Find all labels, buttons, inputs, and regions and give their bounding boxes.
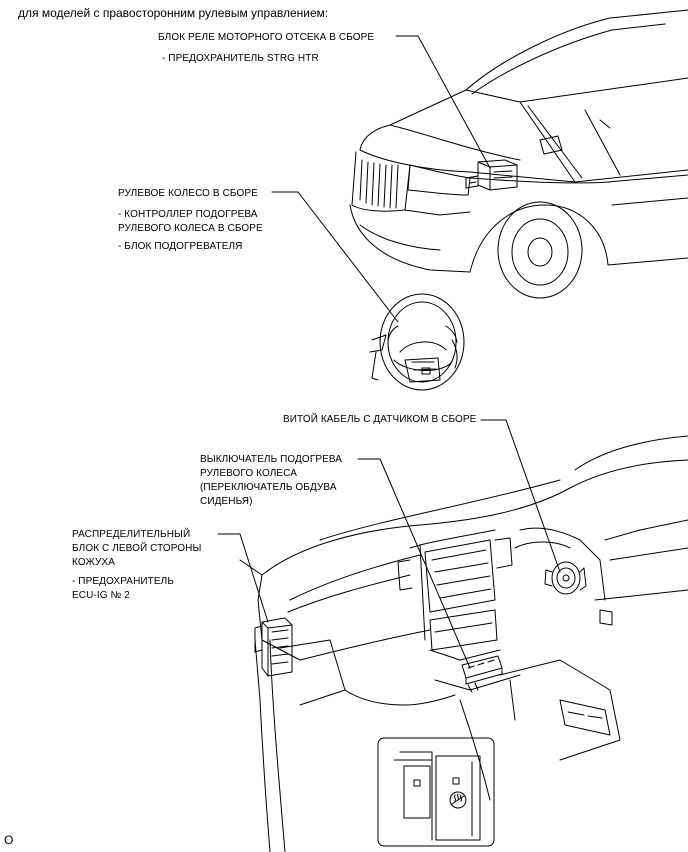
corner-mark: O — [4, 833, 14, 847]
label-steering-wheel: РУЛЕВОЕ КОЛЕСО В СБОРЕ — [118, 188, 258, 199]
heater-switch-drawing — [461, 655, 503, 693]
label-spiral-cable: ВИТОЙ КАБЕЛЬ С ДАТЧИКОМ В СБОРЕ — [283, 414, 477, 425]
leader-heater-switch — [357, 458, 471, 669]
vehicle-front-drawing — [349, 9, 688, 299]
label-strg-htr-fuse: - ПРЕДОХРАНИТЕЛЬ STRG HTR — [162, 53, 319, 64]
junction-block-drawing — [254, 617, 293, 677]
leader-steering-wheel — [271, 191, 399, 323]
switch-inset — [377, 737, 495, 847]
label-heater-controller: - КОНТРОЛЛЕР ПОДОГРЕВА РУЛЕВОГО КОЛЕСА В… — [118, 209, 263, 234]
dashboard-drawing — [239, 435, 688, 852]
page-heading: для моделей с правосторонним рулевым упр… — [18, 6, 329, 20]
label-heater-switch: ВЫКЛЮЧАТЕЛЬ ПОДОГРЕВА РУЛЕВОГО КОЛЕСА (П… — [200, 454, 343, 507]
engine-relay-block — [465, 159, 518, 191]
leader-junction-block — [217, 533, 269, 623]
leader-lines — [217, 35, 561, 669]
label-ecu-ig2-fuse: - ПРЕДОХРАНИТЕЛЬ ECU-IG № 2 — [72, 576, 174, 601]
leader-spiral-cable — [480, 419, 561, 573]
steering-wheel-drawing — [369, 293, 465, 391]
label-engine-relay-block: БЛОК РЕЛЕ МОТОРНОГО ОТСЕКА В СБОРЕ — [158, 32, 375, 43]
label-junction-block: РАСПРЕДЕЛИТЕЛЬНЫЙ БЛОК С ЛЕВОЙ СТОРОНЫ К… — [72, 529, 202, 568]
leader-relay-block — [395, 35, 491, 169]
label-heater-unit: - БЛОК ПОДОГРЕВАТЕЛЯ — [118, 241, 243, 252]
spiral-cable-drawing — [544, 561, 587, 595]
